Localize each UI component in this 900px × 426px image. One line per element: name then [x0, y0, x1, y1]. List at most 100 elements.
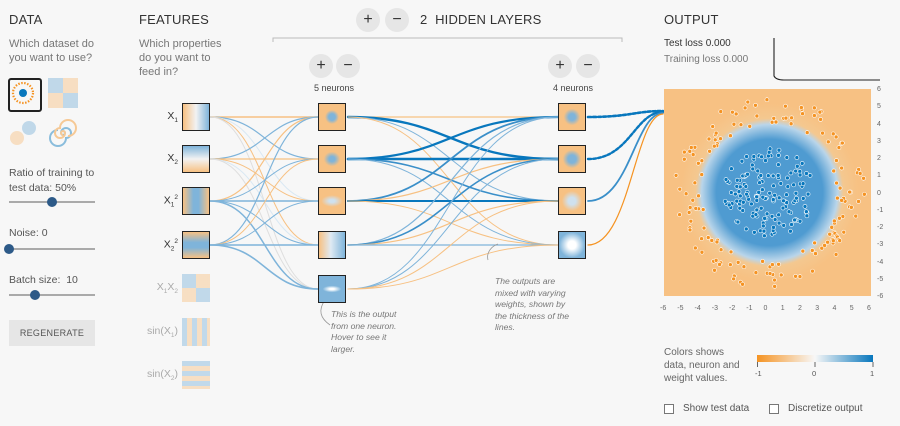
- neuron-l1-3[interactable]: [318, 187, 346, 215]
- batch-slider[interactable]: [9, 290, 95, 300]
- data-point: [677, 212, 682, 217]
- layer1-add-neuron-button[interactable]: +: [309, 54, 333, 78]
- data-point: [794, 163, 800, 169]
- feature-node-1[interactable]: [182, 103, 210, 131]
- data-point: [759, 154, 764, 160]
- data-point: [764, 97, 770, 102]
- data-point: [760, 259, 765, 264]
- data-point: [794, 155, 800, 160]
- data-point: [737, 193, 743, 199]
- noise-slider[interactable]: [4, 244, 95, 254]
- feature-node-2[interactable]: [182, 145, 210, 173]
- layers-bracket: [272, 37, 623, 42]
- data-point: [753, 102, 758, 108]
- layer2-remove-neuron-button[interactable]: −: [576, 54, 600, 78]
- data-point: [687, 227, 693, 233]
- legend-ticks: [757, 362, 874, 367]
- dataset-xor-button[interactable]: [48, 78, 78, 108]
- layer2-neuron-count: 4 neurons: [553, 83, 594, 93]
- ratio-slider[interactable]: [9, 197, 95, 207]
- data-point: [744, 154, 749, 159]
- output-title: OUTPUT: [664, 12, 719, 27]
- feature-label-2: X2: [167, 152, 178, 167]
- neuron-l1-5[interactable]: [318, 275, 346, 303]
- y-tick-label: 3: [877, 137, 881, 145]
- data-point: [797, 218, 803, 224]
- data-point: [770, 262, 775, 267]
- data-point: [752, 229, 757, 235]
- remove-layer-button[interactable]: −: [385, 8, 409, 32]
- dataset-circle-button[interactable]: [8, 78, 42, 112]
- data-point: [699, 249, 705, 255]
- feature-node-6[interactable]: [182, 318, 210, 346]
- layer2-output-links: [586, 109, 665, 246]
- data-point: [713, 130, 719, 136]
- data-point: [837, 215, 842, 221]
- data-point: [677, 186, 683, 192]
- data-point: [762, 233, 767, 239]
- ratio-slider-knob[interactable]: [47, 197, 57, 207]
- legend-max: 1: [870, 369, 875, 378]
- layer2-add-neuron-button[interactable]: +: [548, 54, 572, 78]
- show-test-data-label: Show test data: [683, 403, 750, 414]
- data-point: [832, 218, 837, 224]
- y-tick-label: -6: [877, 293, 884, 300]
- data-point: [849, 205, 854, 210]
- feature-node-4[interactable]: [182, 231, 210, 259]
- show-test-data-checkbox[interactable]: [664, 404, 674, 414]
- data-point: [699, 158, 705, 164]
- dataset-spiral-button[interactable]: [48, 118, 78, 148]
- y-tick-label: 5: [877, 103, 881, 111]
- x-tick-label: -3: [711, 305, 718, 312]
- data-point: [797, 274, 803, 279]
- add-layer-button[interactable]: +: [356, 8, 380, 32]
- data-point: [742, 105, 748, 111]
- neuron-l1-2[interactable]: [318, 145, 346, 173]
- x-tick-label: -4: [694, 305, 701, 312]
- y-tick-label: -2: [877, 224, 884, 231]
- data-point: [673, 173, 679, 178]
- neuron-l2-3[interactable]: [558, 187, 586, 215]
- data-point: [687, 149, 693, 154]
- data-point: [754, 207, 760, 213]
- note-right-pointer: [487, 243, 499, 261]
- neuron-l1-4[interactable]: [318, 231, 346, 259]
- regenerate-button[interactable]: REGENERATE: [9, 320, 95, 346]
- feature-node-5[interactable]: [182, 274, 210, 302]
- data-point: [763, 158, 768, 163]
- data-point: [754, 194, 759, 200]
- data-point: [802, 204, 808, 209]
- data-point: [706, 136, 712, 142]
- dataset-gaussian-button[interactable]: [8, 118, 38, 148]
- data-point: [722, 198, 728, 204]
- hidden-layers-heading: 2 HIDDEN LAYERS: [420, 12, 541, 27]
- data-point: [767, 190, 772, 196]
- data-point: [819, 245, 825, 251]
- neuron-l2-1[interactable]: [558, 103, 586, 131]
- data-point: [728, 249, 734, 255]
- feature-node-7[interactable]: [182, 361, 210, 389]
- data-point: [683, 191, 689, 197]
- data-point: [696, 193, 701, 199]
- data-point: [753, 212, 759, 217]
- data-point: [786, 209, 792, 215]
- data-point: [687, 205, 693, 210]
- discretize-output-checkbox[interactable]: [769, 404, 779, 414]
- noise-value: 0: [41, 227, 48, 239]
- data-point: [818, 117, 823, 122]
- layer1-remove-neuron-button[interactable]: −: [336, 54, 360, 78]
- data-point: [804, 209, 809, 214]
- neuron-l2-2[interactable]: [558, 145, 586, 173]
- data-point: [728, 262, 733, 267]
- data-point: [712, 137, 718, 143]
- data-point: [793, 274, 798, 279]
- neuron-l2-4[interactable]: [558, 231, 586, 259]
- data-point: [792, 217, 797, 223]
- noise-slider-knob[interactable]: [4, 244, 14, 254]
- data-point: [701, 225, 707, 231]
- batch-slider-knob[interactable]: [29, 290, 40, 300]
- feature-node-3[interactable]: [182, 187, 210, 215]
- data-point: [789, 115, 794, 121]
- data-point: [776, 162, 781, 167]
- neuron-l1-1[interactable]: [318, 103, 346, 131]
